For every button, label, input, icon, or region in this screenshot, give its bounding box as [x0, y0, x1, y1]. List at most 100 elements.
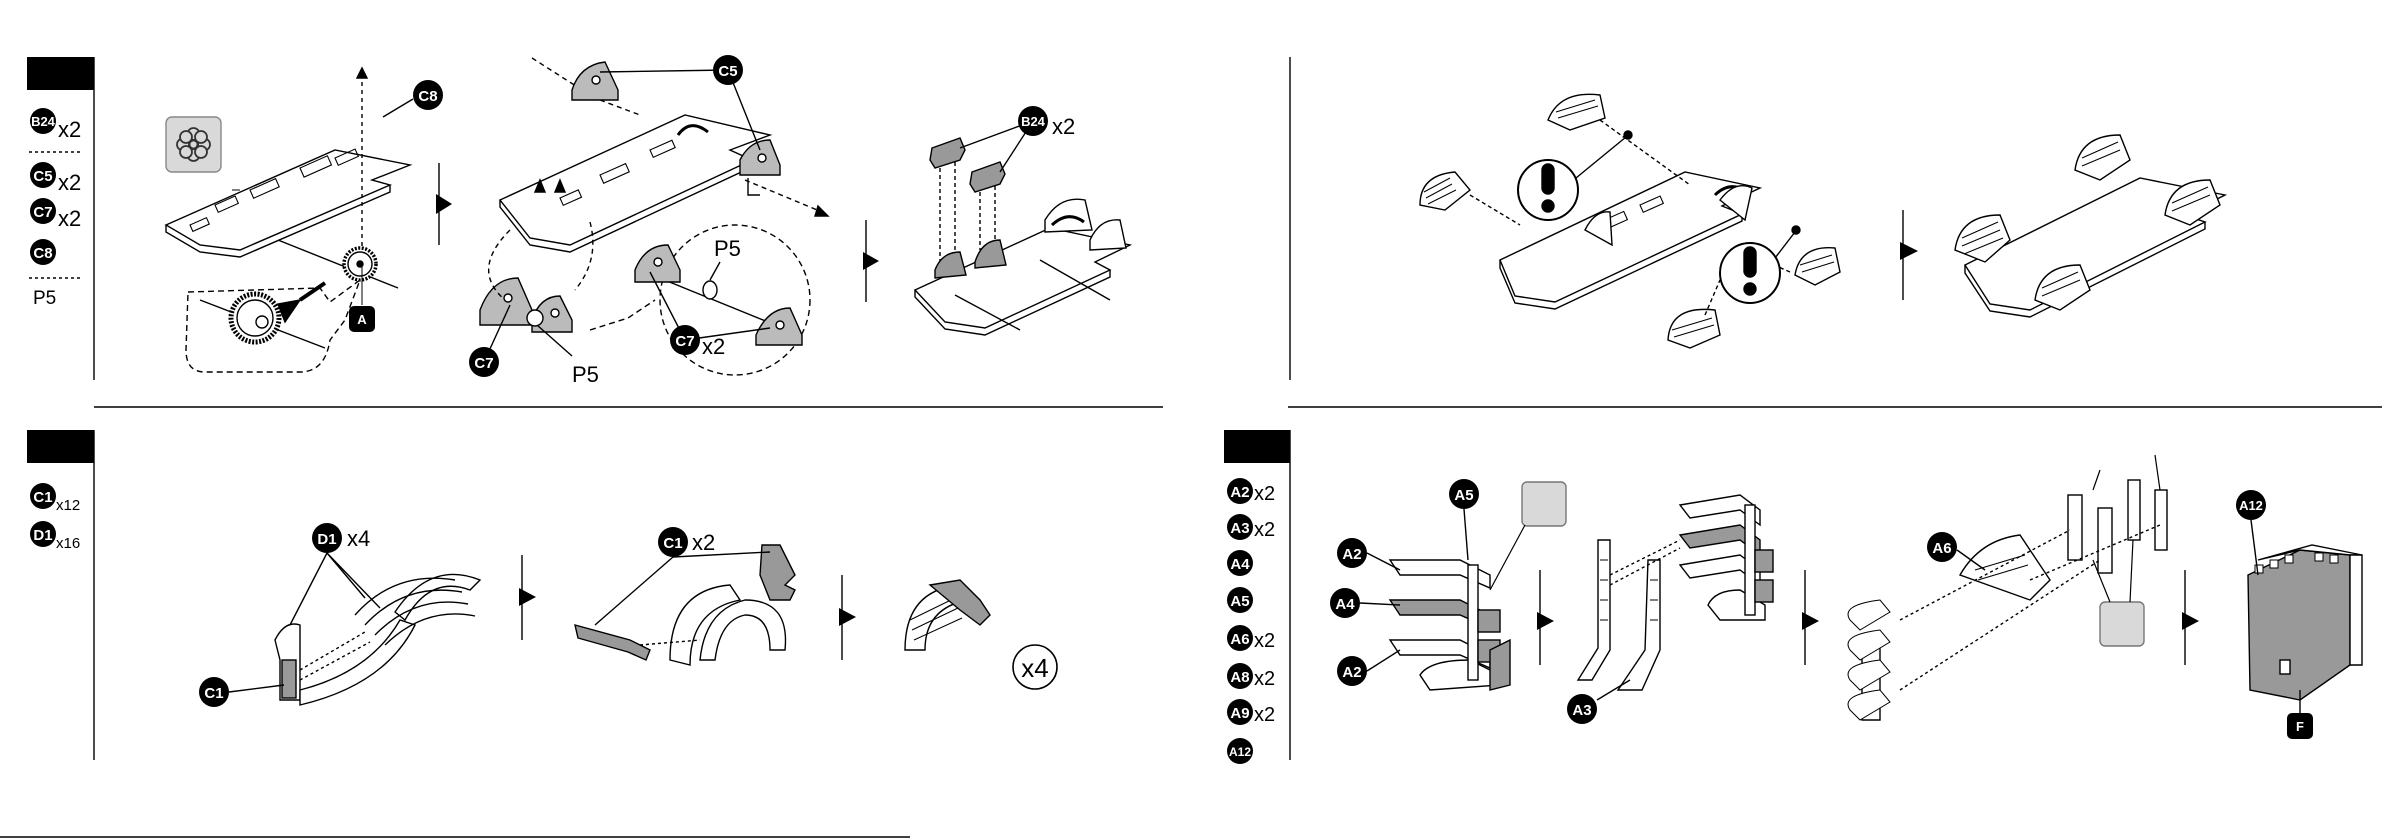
warning-icon — [1518, 160, 1578, 220]
arrow-right-icon — [839, 575, 856, 660]
arrow-right-icon — [519, 555, 536, 640]
arrow-right-icon — [2182, 570, 2199, 665]
part-badge-c7: C7 x2 — [30, 198, 81, 231]
track-piece — [1420, 172, 1470, 210]
svg-text:x12: x12 — [56, 497, 80, 514]
part-id: C7 — [33, 204, 52, 221]
label-p5-b: P5 — [714, 236, 741, 261]
part-id: C5 — [33, 168, 52, 185]
svg-text:x4: x4 — [347, 526, 370, 551]
svg-text:C1: C1 — [663, 535, 682, 552]
callout-a2-top: A2 — [1337, 538, 1367, 568]
svg-text:x16: x16 — [56, 535, 80, 552]
tag-a: A — [349, 306, 375, 332]
callout-b24: B24 x2 — [1018, 106, 1075, 139]
svg-text:A12: A12 — [2239, 498, 2263, 513]
svg-text:C1: C1 — [204, 685, 223, 702]
svg-text:A2: A2 — [1342, 664, 1361, 681]
svg-text:C1: C1 — [33, 489, 52, 506]
svg-text:x2: x2 — [1254, 519, 1275, 541]
part-qty: x2 — [58, 206, 81, 231]
p3-step-b-drawing — [575, 545, 795, 665]
callout-c7: C7 — [469, 347, 499, 377]
callout-a4: A4 — [1330, 588, 1360, 618]
part-badge-c5: C5 x2 — [30, 162, 81, 195]
p4-step-c-drawing — [1848, 455, 2167, 720]
part-badge-c1: C1 x12 — [30, 483, 80, 514]
part-badge-c8: C8 — [30, 239, 56, 265]
svg-text:A6: A6 — [1230, 631, 1249, 648]
svg-text:A3: A3 — [1230, 520, 1249, 537]
track-piece — [1668, 309, 1720, 348]
svg-text:A6: A6 — [1932, 540, 1951, 557]
label-p5-a: P5 — [572, 362, 599, 387]
callout-a5: A5 — [1449, 479, 1479, 509]
repeat-count: x4 — [1021, 653, 1048, 683]
arrow-right-icon — [863, 220, 879, 302]
svg-text:x2: x2 — [1254, 668, 1275, 690]
svg-text:F: F — [2296, 719, 2304, 734]
svg-text:A2: A2 — [1342, 546, 1361, 563]
p3-step-c-drawing — [905, 580, 990, 650]
svg-text:A4: A4 — [1335, 596, 1355, 613]
track-assembled — [2075, 135, 2130, 180]
part-badge-a6: A6 x2 — [1227, 625, 1275, 652]
p1-step-b-drawing — [480, 58, 828, 375]
callout-a6: A6 — [1927, 532, 1957, 562]
svg-text:A9: A9 — [1230, 705, 1249, 722]
p4-callouts-c: A6 — [1927, 532, 1985, 570]
svg-text:C7: C7 — [474, 355, 493, 372]
tag-f: F — [2287, 713, 2313, 739]
part-badge-a12: A12 — [1227, 738, 1253, 764]
part-badge-a9: A9 x2 — [1227, 699, 1275, 726]
callout-a3: A3 — [1567, 694, 1597, 724]
part-badge-a5: A5 — [1227, 587, 1253, 613]
part-qty: x2 — [58, 117, 81, 142]
svg-text:C5: C5 — [718, 63, 737, 80]
callout-a2-bottom: A2 — [1337, 656, 1367, 686]
part-id: B24 — [31, 114, 56, 129]
svg-text:B24: B24 — [1021, 114, 1046, 129]
warning-icon — [1720, 243, 1780, 303]
svg-text:x2: x2 — [1254, 630, 1275, 652]
track-piece — [1548, 94, 1605, 130]
arrow-right-icon — [1900, 210, 1918, 300]
svg-text:A12: A12 — [1229, 745, 1251, 759]
p3-parts-list: C1 x12 D1 x16 — [30, 483, 80, 552]
svg-text:C8: C8 — [418, 88, 437, 105]
p1-step-a-drawing — [166, 68, 413, 372]
part-badge-a4: A4 — [1227, 550, 1253, 576]
arrow-right-icon — [1537, 570, 1554, 665]
svg-text:x2: x2 — [1254, 704, 1275, 726]
svg-text:D1: D1 — [317, 531, 336, 548]
svg-text:A8: A8 — [1230, 669, 1249, 686]
callout-a12: A12 — [2236, 490, 2266, 520]
part-badge-a2: A2 x2 — [1227, 478, 1275, 505]
track-piece — [1795, 248, 1840, 285]
part-badge-d1: D1 x16 — [30, 521, 80, 552]
svg-text:x2: x2 — [692, 530, 715, 555]
part-badge-b24: B24 x2 — [30, 108, 81, 142]
gear-icon — [344, 248, 376, 280]
part-badge-a3: A3 x2 — [1227, 514, 1275, 541]
svg-text:A4: A4 — [1230, 556, 1250, 573]
p1-parts-list: B24 x2 C5 x2 C7 x2 C8 P5 — [29, 108, 82, 309]
svg-text:C7: C7 — [675, 333, 694, 350]
p2-step-a-drawing — [1420, 94, 1840, 348]
svg-text:A2: A2 — [1230, 484, 1249, 501]
callout-c1: C1 — [199, 677, 229, 707]
p4-parts-list: A2 x2 A3 x2 A4 A5 A6 x2 A8 x2 A9 — [1227, 478, 1275, 764]
svg-text:x2: x2 — [702, 334, 725, 359]
arrow-right-icon — [436, 163, 452, 245]
p4-step-b-drawing — [1578, 495, 1773, 690]
callout-c8: C8 — [413, 80, 443, 110]
svg-text:A5: A5 — [1230, 593, 1249, 610]
p3-repeat-badge: x4 — [1013, 645, 1057, 689]
arrow-right-icon — [1802, 570, 1819, 665]
svg-text:x2: x2 — [1254, 483, 1275, 505]
flower-icon — [166, 117, 221, 172]
callout-c1-x2: C1 x2 — [658, 527, 715, 557]
svg-text:A5: A5 — [1454, 487, 1473, 504]
p1-step-c-drawing — [915, 138, 1130, 335]
